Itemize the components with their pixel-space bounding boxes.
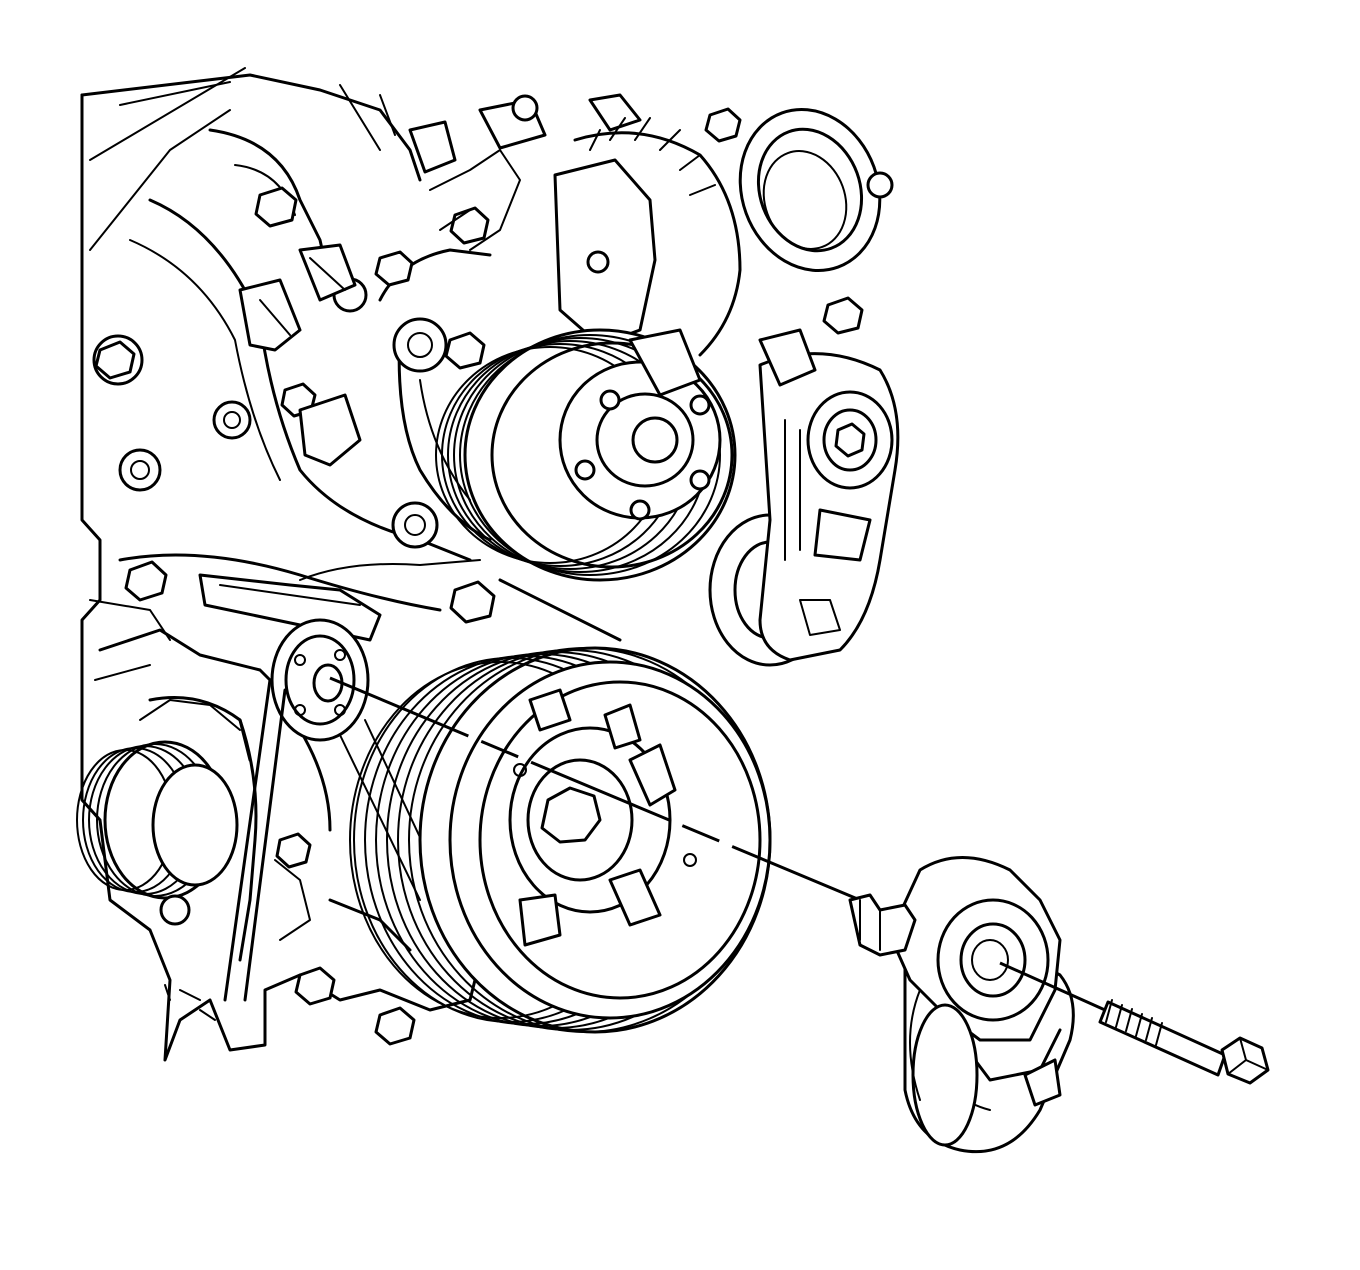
idler-pulley-left — [270, 618, 370, 742]
power-steering-pulley — [435, 328, 737, 582]
alternator-bracket — [553, 107, 894, 357]
tensioner-bolt — [999, 961, 1270, 1085]
drive-belt — [223, 559, 622, 1002]
removed-tensioner — [848, 856, 1075, 1154]
crankshaft-balancer — [349, 646, 772, 1034]
engine-front — [80, 67, 642, 1062]
water-pump-pulley — [76, 696, 252, 926]
install-axis — [329, 676, 861, 902]
installed-tensioner — [708, 328, 900, 667]
